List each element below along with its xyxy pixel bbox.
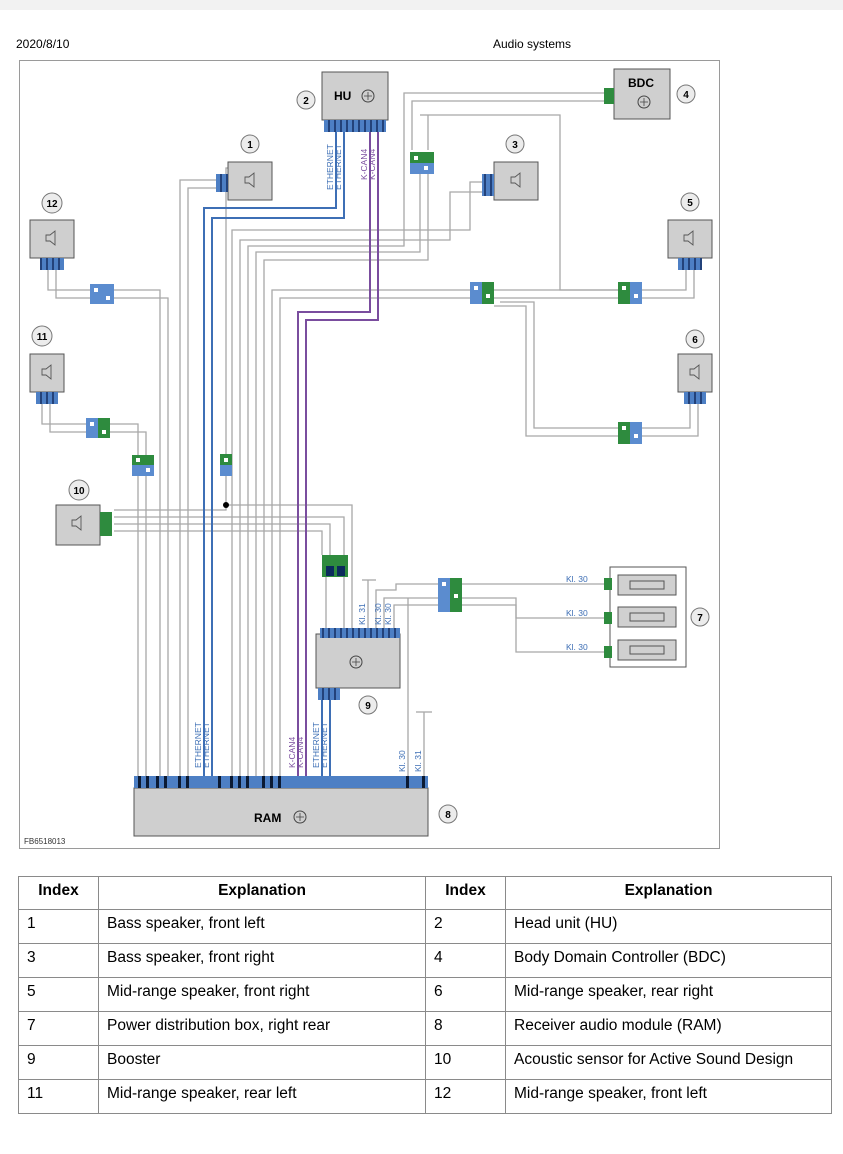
svg-text:K-CAN4: K-CAN4	[295, 737, 305, 768]
inline-connectors	[86, 152, 642, 612]
head-unit: HU	[321, 71, 389, 132]
bdc-label: BDC	[628, 76, 654, 90]
svg-text:3: 3	[512, 140, 518, 151]
svg-text:ETHERNET: ETHERNET	[319, 722, 329, 768]
receiver-audio-module: RAM	[133, 776, 429, 837]
bass-speaker-front-left	[216, 161, 273, 201]
table-row: 11 Mid-range speaker, rear left 12 Mid-r…	[18, 1079, 832, 1114]
callout-3: 3	[505, 134, 525, 154]
hu-label: HU	[334, 89, 351, 103]
legend-header: Explanation	[98, 876, 426, 910]
svg-text:5: 5	[687, 198, 693, 209]
acoustic-sensor	[55, 504, 112, 546]
kcan-wires	[297, 130, 379, 780]
callout-9: 9	[358, 695, 378, 715]
callout-8: 8	[438, 804, 458, 824]
legend-table: Index Explanation Index Explanation 1 Ba…	[18, 876, 832, 1114]
booster	[315, 628, 401, 700]
legend-header: Explanation	[505, 876, 832, 910]
table-row: 7 Power distribution box, right rear 8 R…	[18, 1011, 832, 1046]
svg-text:Kl. 30: Kl. 30	[566, 642, 588, 652]
bass-speaker-front-right	[482, 161, 539, 201]
table-row: 5 Mid-range speaker, front right 6 Mid-r…	[18, 977, 832, 1012]
svg-text:Kl. 30: Kl. 30	[397, 750, 407, 772]
callout-1: 1	[240, 134, 260, 154]
svg-text:6: 6	[692, 335, 698, 346]
legend-header-row: Index Explanation Index Explanation	[18, 876, 832, 910]
ram-label: RAM	[254, 811, 281, 825]
svg-text:K-CAN4: K-CAN4	[359, 149, 369, 180]
figure-id: FB6518013	[24, 837, 66, 846]
mid-range-speaker-rear-right	[677, 353, 713, 404]
svg-text:Kl. 31: Kl. 31	[413, 750, 423, 772]
svg-text:1: 1	[247, 140, 253, 151]
wiring-diagram: HU BDC	[19, 60, 720, 849]
svg-text:9: 9	[365, 701, 371, 712]
callout-7: 7	[690, 607, 710, 627]
svg-text:Kl. 30: Kl. 30	[566, 608, 588, 618]
callout-6: 6	[685, 329, 705, 349]
svg-text:4: 4	[683, 90, 689, 101]
table-row: 9 Booster 10 Acoustic sensor for Active …	[18, 1045, 832, 1080]
svg-text:Kl. 30: Kl. 30	[373, 603, 383, 625]
svg-text:11: 11	[37, 332, 48, 343]
callout-5: 5	[680, 192, 700, 212]
callout-12: 12	[41, 192, 63, 214]
svg-text:K-CAN4: K-CAN4	[367, 149, 377, 180]
mid-range-speaker-rear-left	[29, 353, 65, 404]
body-domain-controller: BDC	[604, 68, 671, 120]
svg-text:Kl. 30: Kl. 30	[383, 603, 393, 625]
callout-2: 2	[296, 90, 316, 110]
svg-text:10: 10	[73, 486, 85, 497]
svg-text:Kl. 30: Kl. 30	[566, 574, 588, 584]
power-distribution-box	[604, 566, 687, 668]
legend-header: Index	[18, 876, 99, 910]
wire-junction	[223, 502, 229, 508]
svg-text:K-CAN4: K-CAN4	[287, 737, 297, 768]
svg-text:ETHERNET: ETHERNET	[325, 144, 335, 190]
legend-header: Index	[425, 876, 506, 910]
svg-text:ETHERNET: ETHERNET	[333, 144, 343, 190]
svg-text:8: 8	[445, 810, 451, 821]
svg-text:ETHERNET: ETHERNET	[193, 722, 203, 768]
document-title: Audio systems	[493, 37, 572, 51]
print-date: 2020/8/10	[16, 37, 70, 51]
table-row: 3 Bass speaker, front right 4 Body Domai…	[18, 943, 832, 978]
callout-11: 11	[31, 325, 53, 347]
gray-wires	[41, 92, 699, 780]
ethernet-wires	[203, 130, 345, 780]
svg-text:Kl. 31: Kl. 31	[357, 603, 367, 625]
svg-text:ETHERNET: ETHERNET	[311, 722, 321, 768]
callout-4: 4	[676, 84, 696, 104]
callout-10: 10	[68, 479, 90, 501]
svg-text:7: 7	[697, 613, 703, 624]
mid-range-speaker-front-left	[29, 219, 75, 270]
wire-labels: ETHERNET ETHERNET K-CAN4 K-CAN4 ETHERNET…	[193, 144, 588, 772]
svg-text:12: 12	[46, 199, 58, 210]
top-band	[0, 0, 843, 10]
callouts: 1 2 3 4 5 6 7 8 9 10 11 12	[31, 84, 710, 824]
mid-range-speaker-front-right	[667, 219, 713, 270]
table-row: 1 Bass speaker, front left 2 Head unit (…	[18, 909, 832, 944]
svg-text:ETHERNET: ETHERNET	[201, 722, 211, 768]
svg-text:2: 2	[303, 96, 309, 107]
